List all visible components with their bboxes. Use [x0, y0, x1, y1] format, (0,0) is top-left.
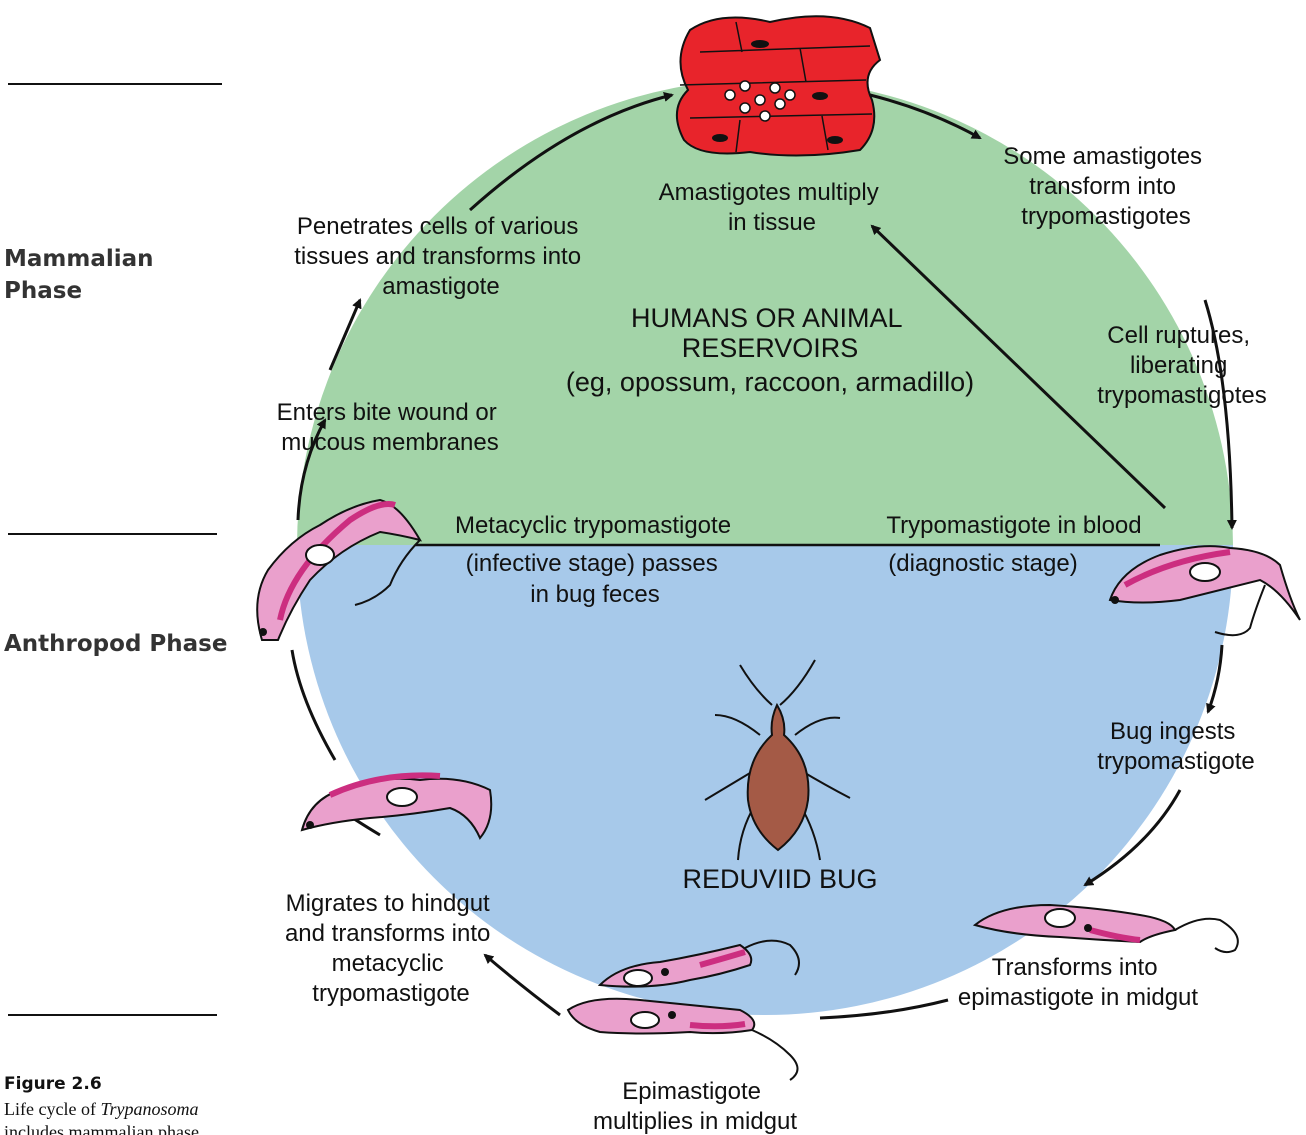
epimastigote-right-illustration	[975, 905, 1238, 952]
arrow-to-hindgut	[485, 955, 560, 1015]
label-some-transform: Some amastigotes transform into trypomas…	[1003, 143, 1208, 230]
label-migrates: Migrates to hindgut and transforms into …	[285, 890, 497, 1007]
label-trypomastigote-blood: Trypomastigote in blood	[886, 512, 1141, 539]
mammalian-phase-label: Mammalian Phase	[4, 246, 162, 304]
hosts-examples: (eg, opossum, raccoon, armadillo)	[566, 367, 974, 397]
arthropod-phase-label: Anthropod Phase	[4, 631, 227, 657]
left-margin: Mammalian Phase Anthropod Phase Figure 2…	[4, 84, 227, 1135]
label-metacyclic: Metacyclic trypomastigote	[455, 512, 731, 539]
reduviid-bug-label: REDUVIID BUG	[682, 864, 877, 894]
label-epi-multiplies: Epimastigote multiplies in midgut	[593, 1078, 797, 1135]
figure-caption-line2: includes mammalian phase	[4, 1122, 199, 1135]
tissue-cells-illustration	[677, 16, 880, 155]
figure-caption: Life cycle of Trypanosoma	[4, 1099, 198, 1119]
label-diagnostic-stage: (diagnostic stage)	[888, 550, 1077, 577]
label-transforms-epi: Transforms into epimastigote in midgut	[958, 954, 1198, 1011]
figure-number: Figure 2.6	[4, 1074, 102, 1094]
